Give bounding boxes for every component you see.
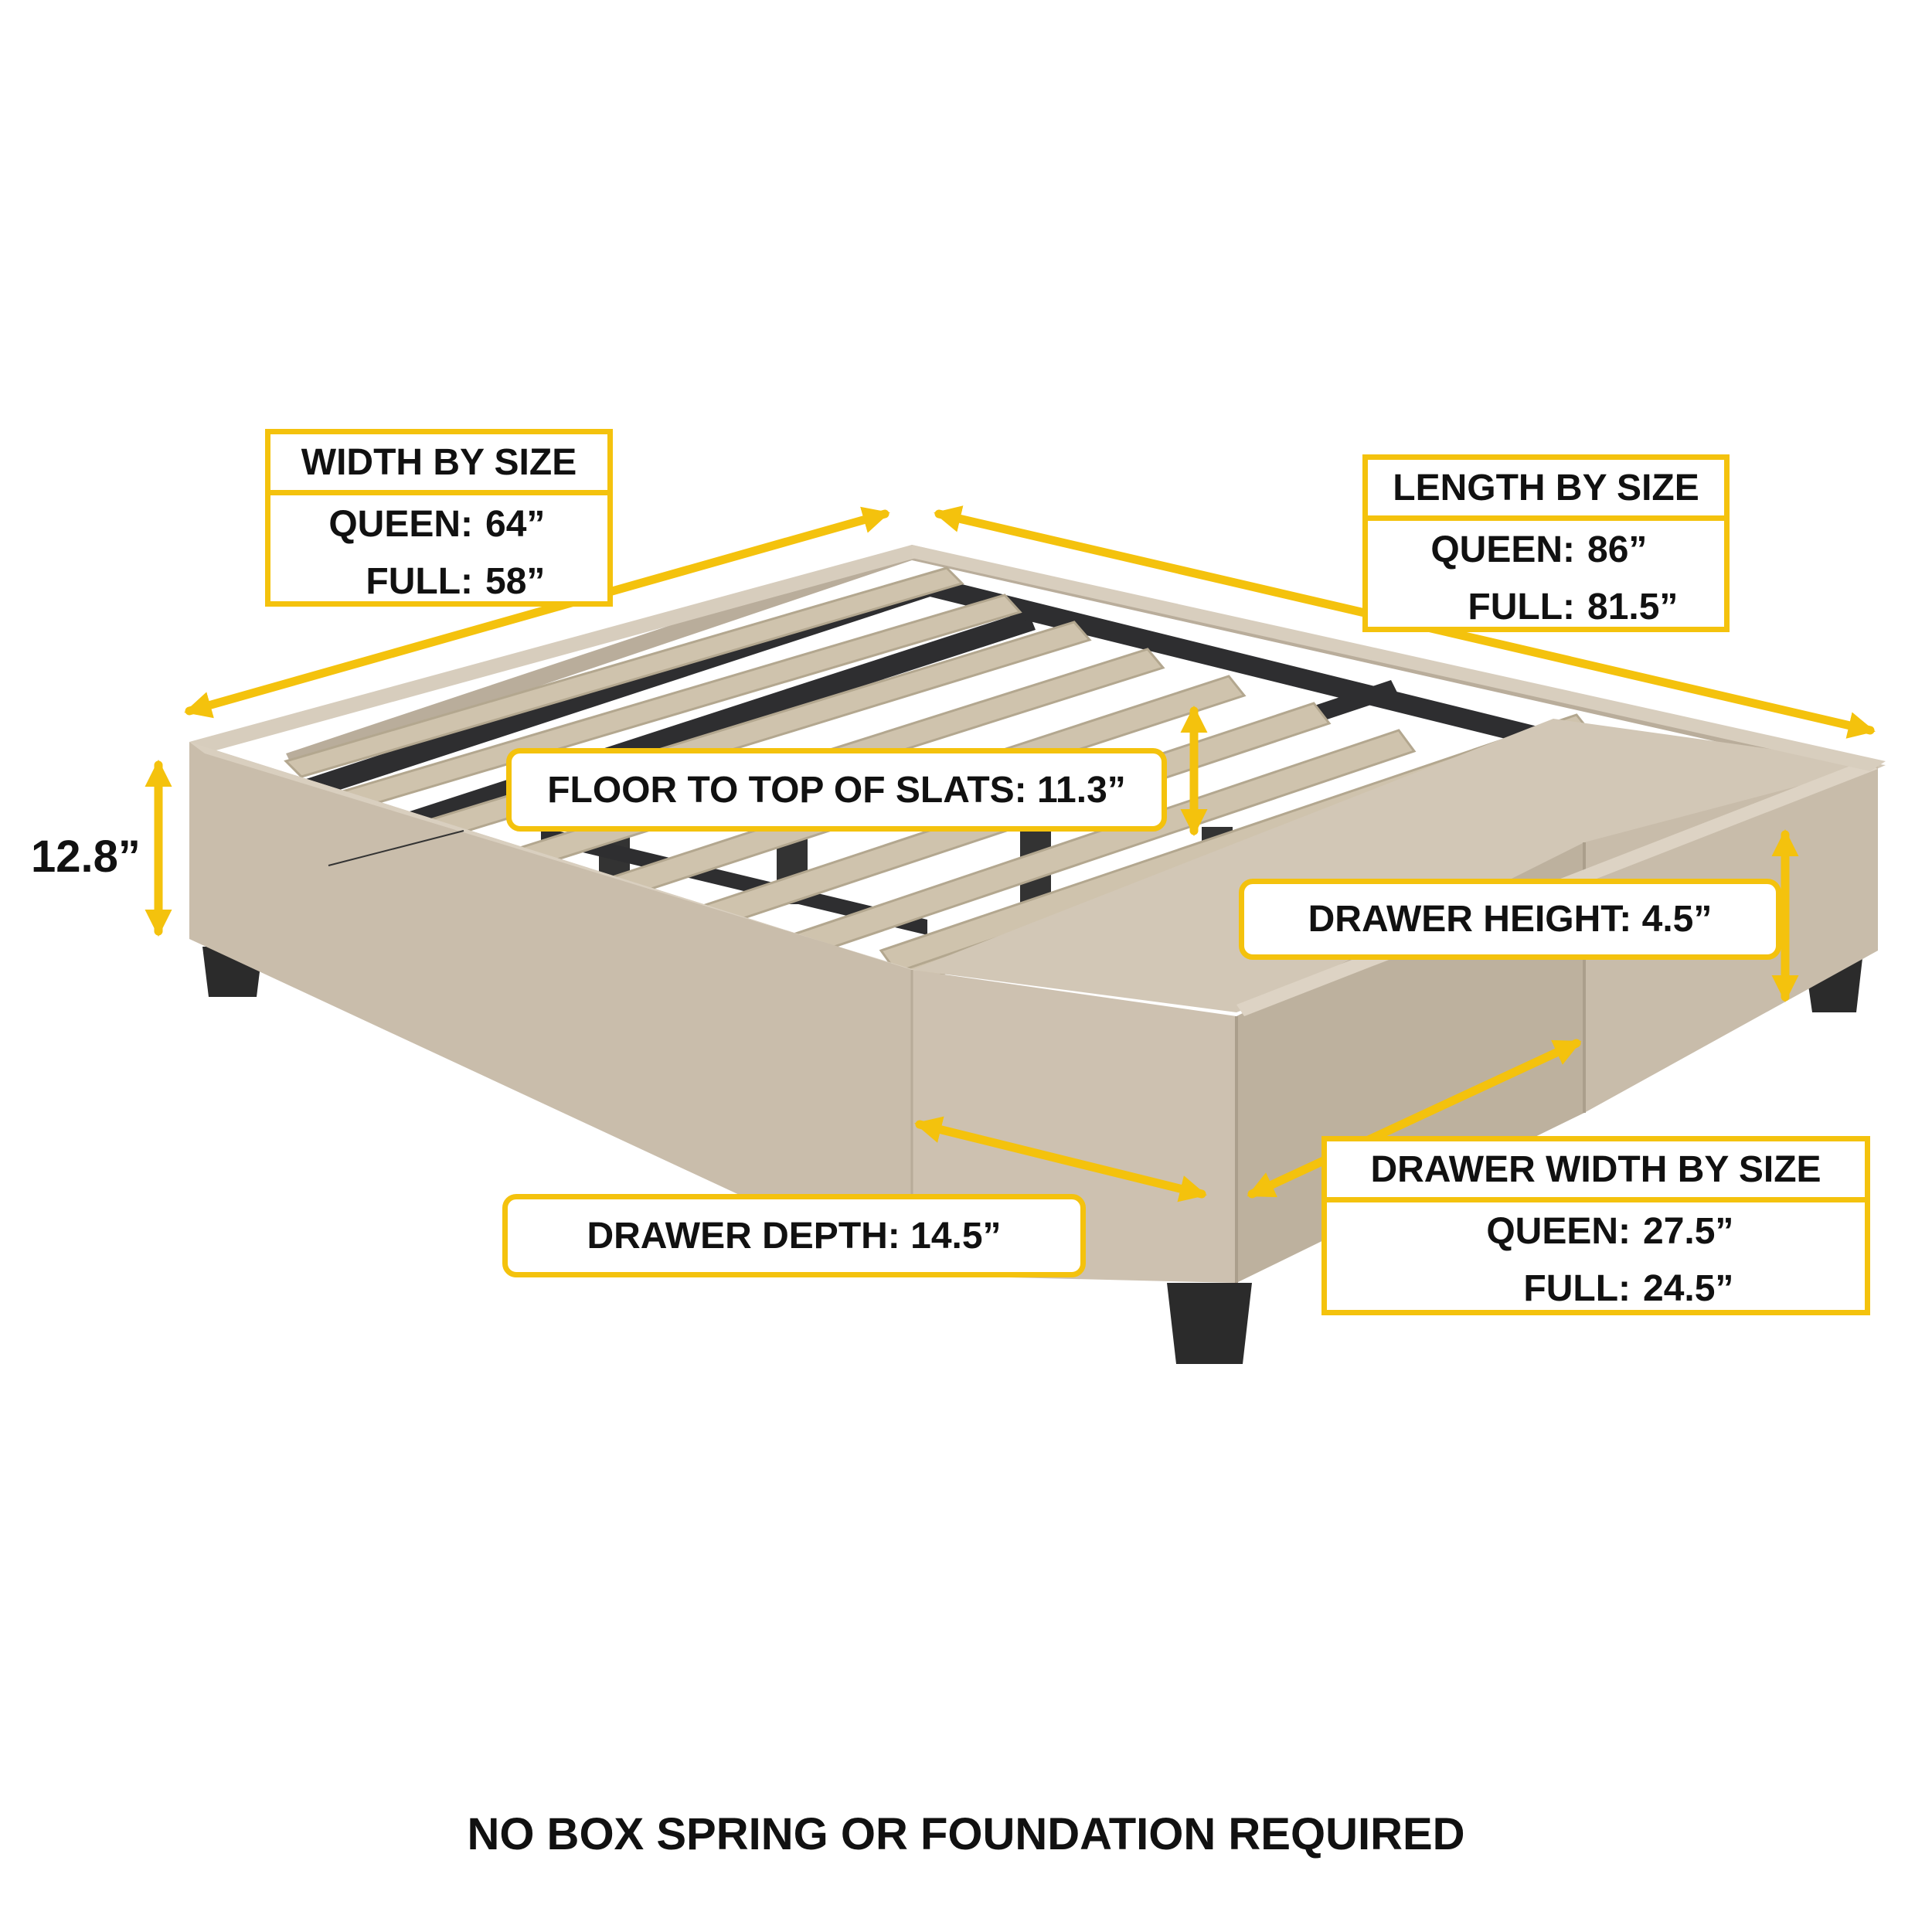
footer-note: NO BOX SPRING OR FOUNDATION REQUIRED: [467, 1809, 1465, 1859]
drawer-width-full-value: 24.5”: [1643, 1267, 1734, 1309]
drawer-block-top: [912, 719, 1886, 1012]
length-queen-value: 86”: [1587, 529, 1648, 570]
length-full-value: 81.5”: [1587, 586, 1679, 628]
width-queen-value: 64”: [485, 503, 546, 545]
dimension-arrows: [145, 505, 1876, 1202]
drawer-width-queen-label: QUEEN:: [1486, 1210, 1631, 1252]
drawer-height-label: DRAWER HEIGHT: 4.5”: [1239, 879, 1781, 960]
width-full-value: 58”: [485, 560, 546, 602]
length-box-title: LENGTH BY SIZE: [1368, 460, 1724, 521]
drawer-width-box: DRAWER WIDTH BY SIZE QUEEN: 27.5” FULL: …: [1321, 1136, 1870, 1315]
width-box-title: WIDTH BY SIZE: [270, 434, 607, 495]
width-by-size-box: WIDTH BY SIZE QUEEN: 64” FULL: 58”: [265, 429, 613, 607]
drawer-depth-label: DRAWER DEPTH: 14.5”: [502, 1194, 1086, 1277]
total-height-label: 12.8”: [31, 832, 141, 882]
drawer-width-full-label: FULL:: [1523, 1267, 1631, 1309]
width-queen-label: QUEEN:: [328, 503, 473, 545]
width-arrow: [184, 506, 890, 719]
drawer-width-box-title: DRAWER WIDTH BY SIZE: [1327, 1141, 1865, 1202]
pointer-line: [328, 830, 464, 866]
leg-front-corner: [1167, 1283, 1252, 1364]
width-full-label: FULL:: [366, 560, 473, 602]
length-queen-label: QUEEN:: [1430, 529, 1575, 570]
floor-to-slats-label: FLOOR TO TOP OF SLATS: 11.3”: [506, 748, 1167, 832]
drawer-width-queen-value: 27.5”: [1643, 1210, 1734, 1252]
drawer-width-arrow: [1247, 1039, 1582, 1199]
length-full-label: FULL:: [1468, 586, 1575, 628]
left-side-panel: [189, 742, 912, 1275]
drawer-depth-arrow: [914, 1116, 1207, 1202]
length-by-size-box: LENGTH BY SIZE QUEEN: 86” FULL: 81.5”: [1362, 454, 1730, 632]
